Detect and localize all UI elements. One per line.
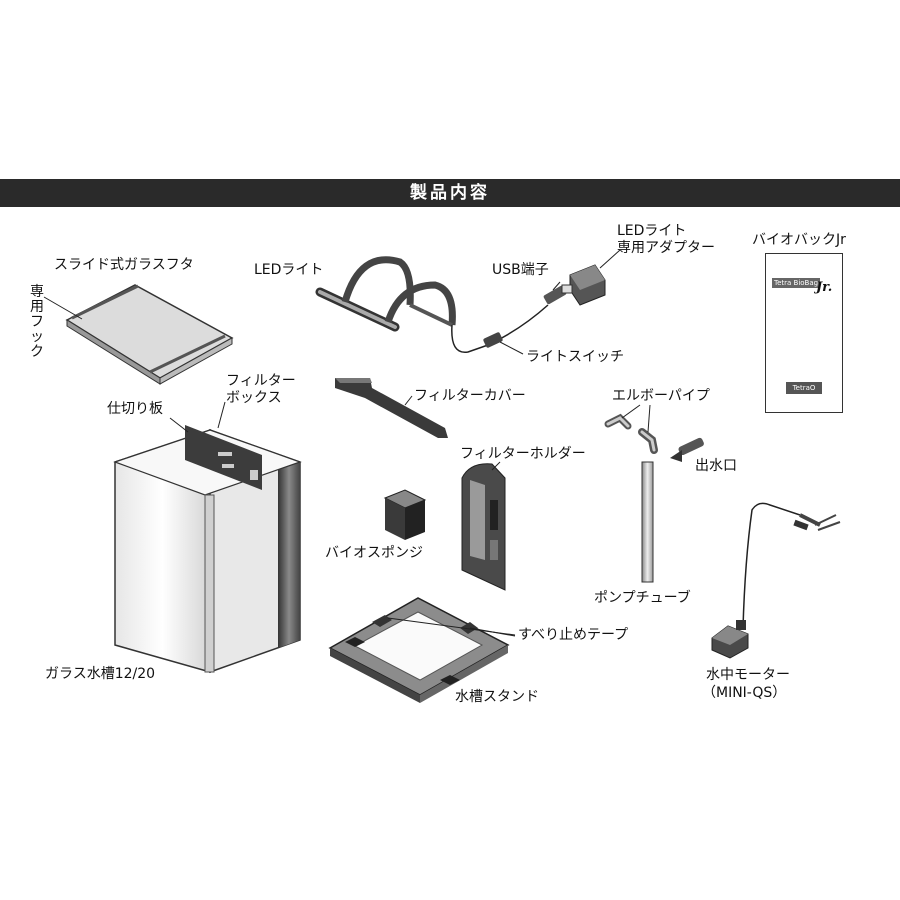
tank-stand — [328, 597, 510, 703]
outlet — [670, 437, 704, 462]
filter-holder — [461, 463, 506, 591]
divider-label: 仕切り板 — [107, 401, 163, 417]
filter-box-label-2: ボックス — [226, 390, 282, 406]
led-adapter — [561, 264, 606, 306]
filter-cover-label: フィルターカバー — [414, 388, 526, 404]
led-cable — [451, 304, 549, 353]
biobag-package: Tetra BioBag Jr. TetraO — [765, 253, 843, 413]
elbow-pipe-label: エルボーパイプ — [612, 388, 710, 404]
biobag-jr-text: Jr. — [816, 280, 833, 295]
motor-label-2: （MINI-QS） — [702, 685, 787, 701]
bio-sponge-label: バイオスポンジ — [325, 545, 423, 561]
led-light — [315, 256, 456, 332]
biobag-brand-text: Tetra BioBag — [772, 278, 821, 288]
filter-cover — [335, 378, 448, 438]
led-light-label: LEDライト — [254, 262, 324, 278]
light-switch — [483, 332, 503, 348]
filter-box-label-1: フィルター — [226, 373, 296, 389]
glass-tank — [113, 425, 302, 674]
bio-sponge — [383, 489, 427, 540]
anti-slip-tape-label: すべり止めテープ — [518, 627, 629, 643]
glass-lid-label: スライド式ガラスフタ — [54, 257, 194, 273]
outlet-label: 出水口 — [695, 458, 737, 474]
hook-leader-line — [43, 296, 83, 320]
hook-label: 専用フック — [30, 284, 44, 360]
filter-holder-label: フィルターホルダー — [460, 446, 586, 462]
led-adapter-label-1: LEDライト — [617, 223, 687, 239]
glass-tank-label: ガラス水槽12/20 — [45, 666, 156, 682]
pump-tube-label: ポンプチューブ — [594, 590, 691, 606]
biobag-footer-text: TetraO — [786, 382, 822, 394]
usb-plug — [543, 285, 567, 305]
submersible-motor — [711, 502, 841, 659]
pump-tube — [641, 461, 654, 583]
section-header: 製品内容 — [0, 179, 900, 207]
tank-stand-label: 水槽スタンド — [455, 689, 539, 705]
motor-label-1: 水中モーター — [706, 667, 790, 683]
elbow-pipes — [604, 413, 658, 454]
led-adapter-label-2: 専用アダプター — [617, 240, 715, 256]
light-switch-label: ライトスイッチ — [526, 349, 624, 365]
glass-lid — [65, 284, 234, 385]
usb-label: USB端子 — [492, 262, 549, 278]
biobag-label: バイオバックJr — [752, 232, 846, 248]
